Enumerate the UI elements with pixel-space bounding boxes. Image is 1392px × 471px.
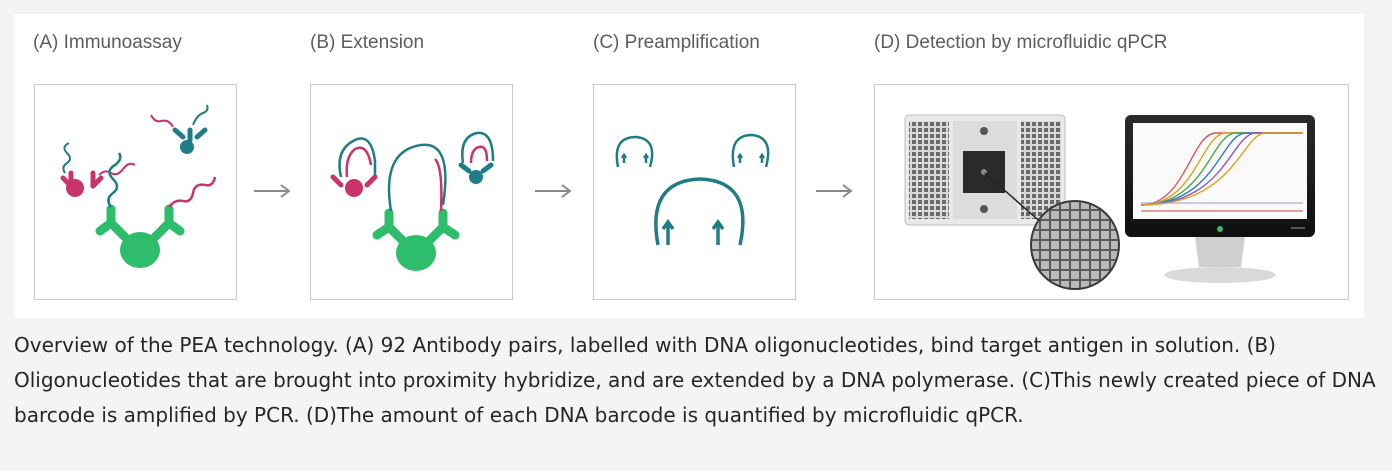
panel-extension (310, 84, 513, 300)
dna-barcode-icon (654, 177, 745, 246)
magenta-antigen-icon (345, 179, 363, 197)
dna-strand-icon (469, 145, 489, 164)
primer-arrow-icon (661, 218, 725, 245)
panel-detection (874, 84, 1349, 300)
preamplification-illustration (615, 133, 770, 246)
step-c-title: (C) Preamplification (593, 32, 760, 53)
dna-strand-icon (461, 131, 495, 164)
teal-antigen-icon (469, 170, 483, 184)
dna-strand-icon (168, 176, 217, 208)
magenta-antibody-icon (330, 174, 378, 188)
dna-strand-icon (62, 142, 71, 174)
green-antigen-icon (396, 235, 436, 271)
immunoassay-illustration (60, 104, 217, 268)
detection-illustration (904, 114, 1315, 290)
monitor-icon (1125, 115, 1315, 283)
arrow-right-icon (535, 184, 575, 203)
step-d-title: (D) Detection by microfluidic qPCR (874, 32, 1168, 53)
magnified-wells-icon (1030, 200, 1120, 290)
green-antibody-icon (372, 208, 460, 246)
arrow-right-icon (816, 184, 856, 203)
step-a-title: (A) Immunoassay (33, 32, 182, 53)
teal-antigen-icon (180, 140, 194, 154)
dna-strand-icon (345, 146, 373, 178)
teal-antibody-icon (172, 127, 208, 143)
extension-illustration (330, 131, 495, 271)
dna-strand-icon (150, 114, 174, 128)
panel-preamplification (593, 84, 796, 300)
green-antigen-icon (120, 232, 160, 268)
figure-caption: Overview of the PEA technology. (A) 92 A… (14, 333, 1376, 427)
dna-strand-icon (387, 143, 447, 212)
microfluidic-chip-icon (904, 114, 1066, 226)
panel-immunoassay (34, 84, 237, 300)
green-antibody-icon (95, 204, 185, 242)
step-b-title: (B) Extension (310, 32, 425, 53)
dna-strand-icon (434, 158, 443, 212)
arrow-right-icon (254, 184, 294, 203)
magenta-antigen-icon (66, 179, 84, 197)
pea-overview-figure: (A) Immunoassay (B) Extension (C) Preamp… (14, 14, 1364, 318)
dna-strand-icon (192, 104, 209, 126)
teal-antibody-icon (458, 162, 494, 174)
dna-strand-icon (98, 162, 136, 176)
dna-barcode-icon (615, 135, 654, 168)
dna-strand-icon (338, 137, 377, 178)
dna-barcode-icon (731, 133, 770, 168)
dna-strand-icon (107, 152, 122, 208)
qpcr-curves (1140, 132, 1303, 212)
